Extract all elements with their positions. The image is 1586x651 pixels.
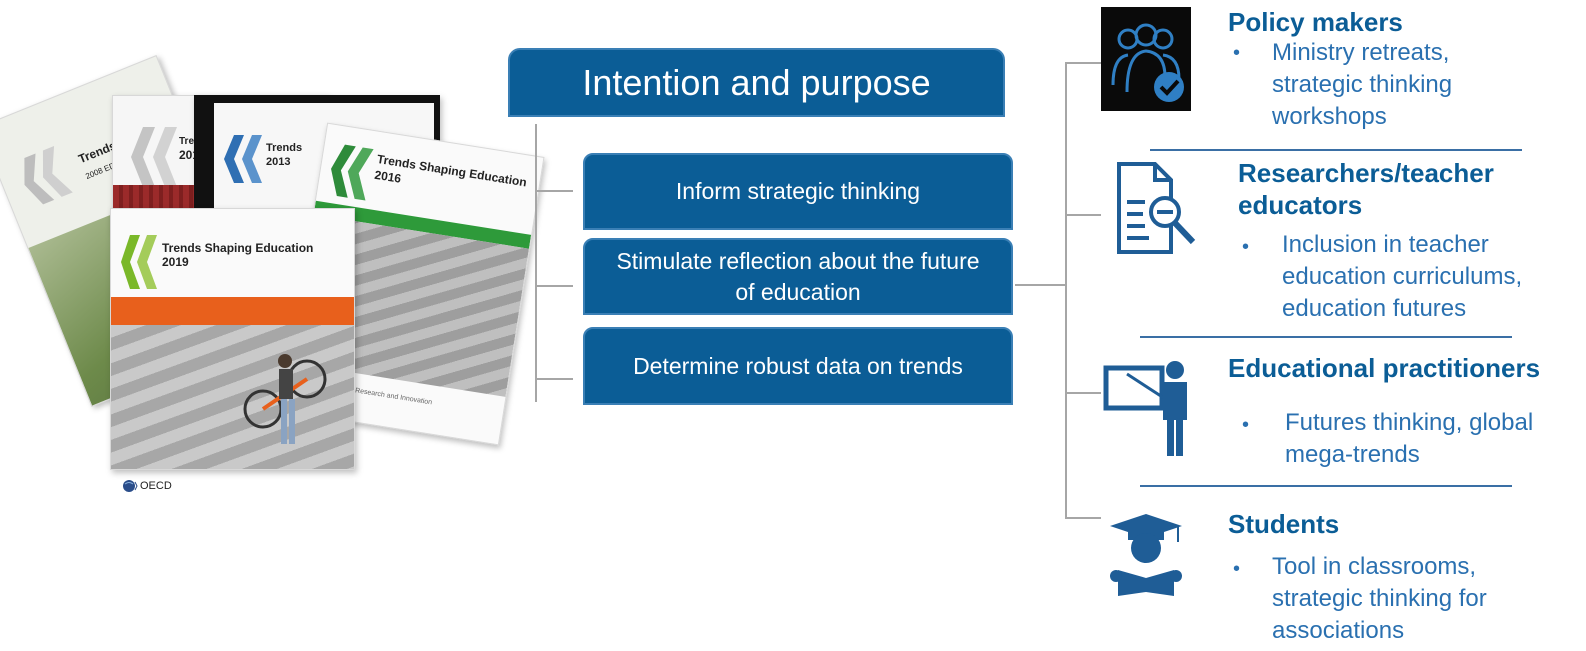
connector [1065,62,1067,519]
purpose-label: Inform strategic thinking [675,178,921,204]
connector [535,378,573,380]
purpose-box: Determine robust data on trends [583,327,1013,405]
audience-item: Ministry retreats, strategic thinking wo… [1272,39,1453,130]
oecd-chevron-icon [131,127,177,187]
graduate-reading-icon [1108,512,1184,598]
oecd-logo: OECD [122,479,172,493]
audience-item: Inclusion in teacher education curriculu… [1282,231,1523,322]
purpose-label: Stimulate reflection about the future of… [616,247,980,305]
cover-title: Trends [266,142,303,154]
teacher-board-icon [1103,358,1195,458]
connector [535,124,537,402]
cover-2016: Trends Shaping Education 2016 Educationa… [281,122,545,446]
connector [1015,284,1065,286]
globe-icon [123,480,138,492]
bicycle-person-icon [243,354,327,444]
cover-title: Trends Shaping Education [162,241,314,255]
purpose-box: Inform strategic thinking [583,153,1013,230]
oecd-chevron-icon [224,135,262,183]
bullet: • [1242,414,1250,436]
separator [1150,149,1522,151]
oecd-chevron-icon [331,144,374,201]
oecd-chevron-icon [24,146,73,205]
bullet: • [1242,236,1250,258]
audience-title: Educational practitioners [1228,353,1541,383]
separator [1140,485,1512,487]
cover-2019: Trends Shaping Education 2019 [110,208,355,470]
cover-band [111,297,354,325]
header-box: Intention and purpose [508,48,1005,117]
connector [535,190,573,192]
header-title: Intention and purpose [582,61,931,103]
oecd-wordmark: OECD [140,480,172,492]
separator [1140,336,1512,338]
people-check-icon [1101,7,1191,111]
purpose-label: Determine robust data on trends [633,352,963,379]
cover-2008: Trends 2008 EDITION [0,55,270,407]
audience-title: Researchers/teacher educators [1238,158,1494,220]
bullet: • [1233,42,1241,64]
audience-title: Policy makers [1228,7,1403,37]
audience-item: Futures thinking, global mega-trends [1285,409,1534,468]
bullet: • [1233,558,1241,580]
connector [1065,517,1101,519]
audience-title: Students [1228,509,1340,539]
document-search-icon [1115,160,1197,256]
connector [1065,392,1101,394]
connector [1065,214,1101,216]
cover-year: 2013 [266,156,291,168]
audience-item: Tool in classrooms, strategic thinking f… [1272,553,1487,644]
connector [535,285,573,287]
connector [1065,62,1101,64]
purpose-box: Stimulate reflection about the future of… [583,238,1013,315]
oecd-chevron-icon [121,235,157,289]
cover-year: 2019 [162,255,189,269]
